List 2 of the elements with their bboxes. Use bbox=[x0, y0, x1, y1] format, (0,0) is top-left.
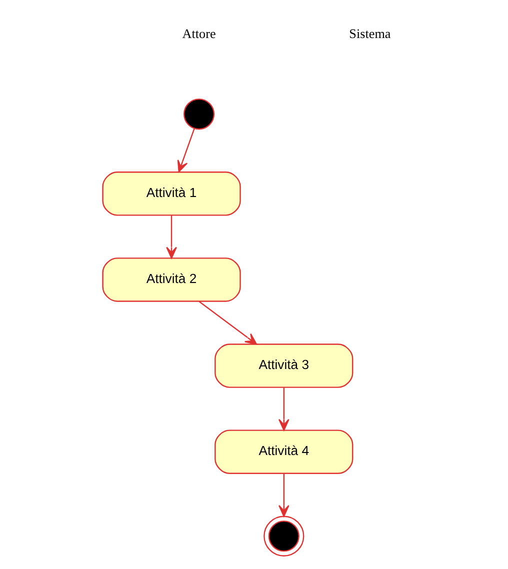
label: Attore bbox=[182, 26, 216, 42]
label: Sistema bbox=[349, 26, 391, 42]
